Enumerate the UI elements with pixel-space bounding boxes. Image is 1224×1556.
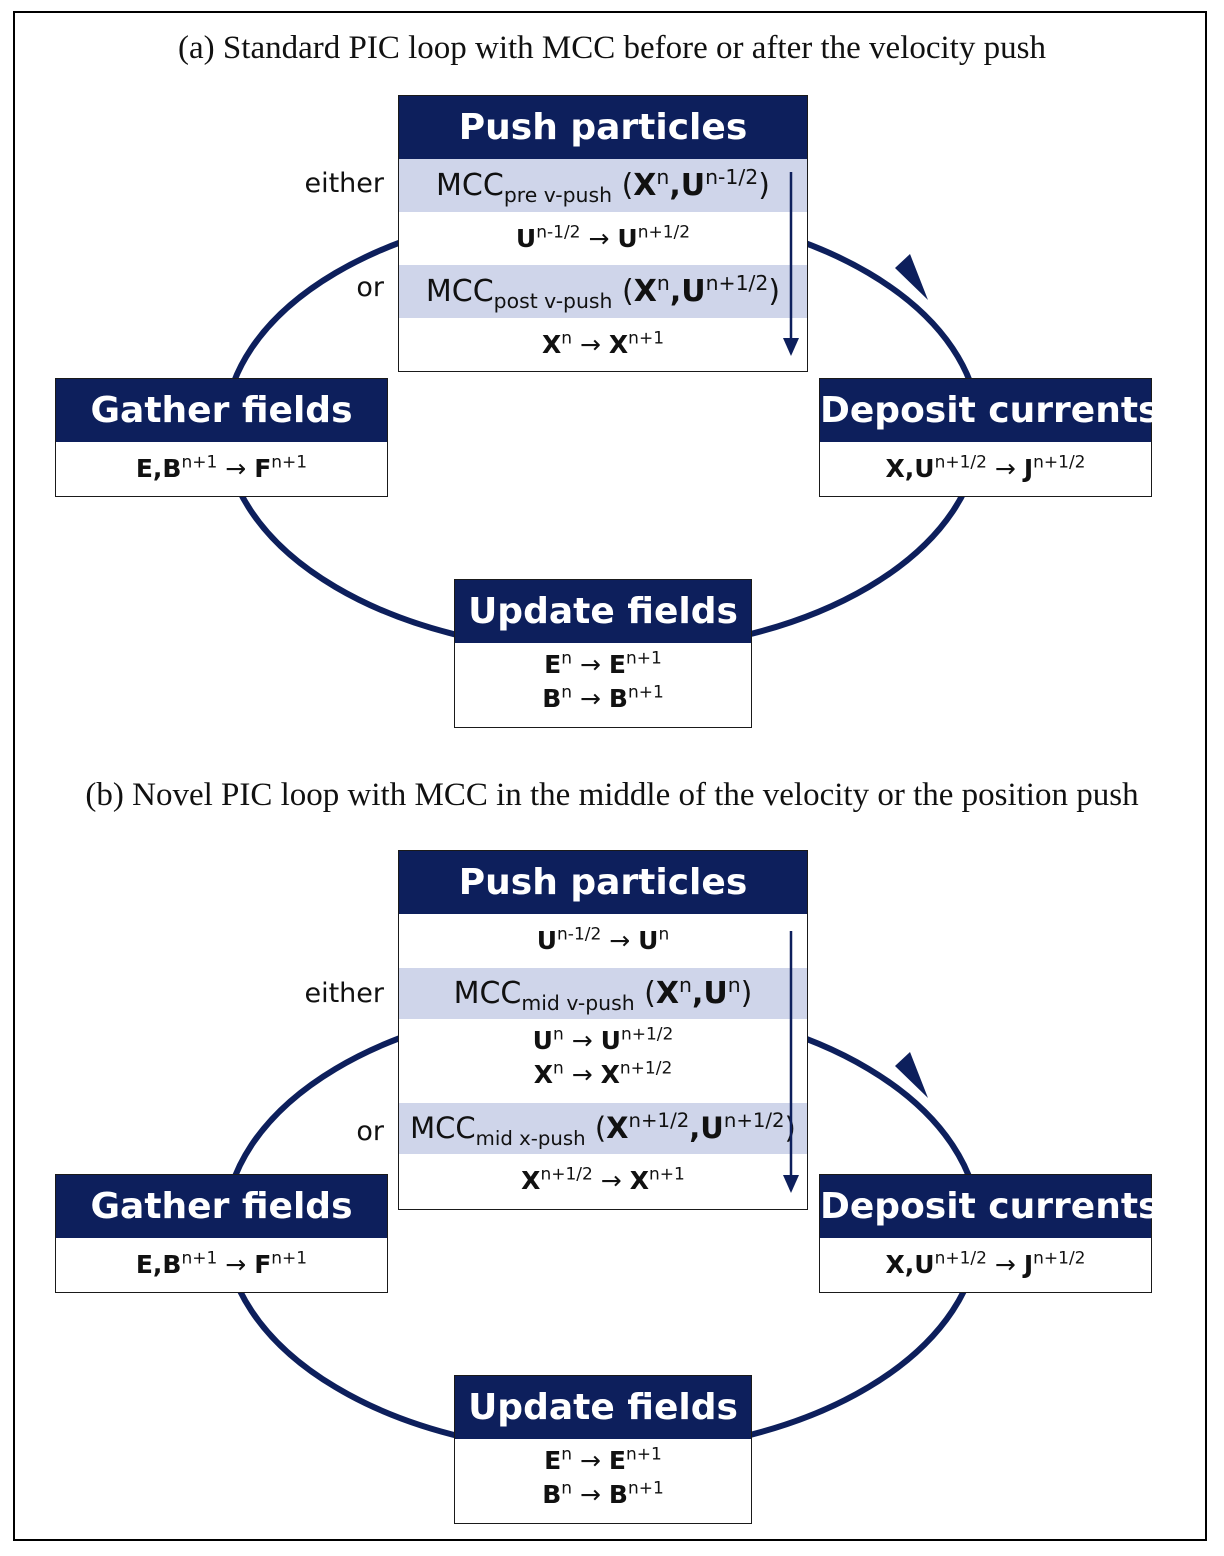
gather-fields-eq-b: E,Bn+1 → Fn+1 bbox=[135, 1248, 308, 1279]
cycle-arrowhead-b bbox=[895, 1052, 928, 1098]
sequence-arrow-a bbox=[783, 172, 799, 356]
gather-fields-box-b: Gather fields E,Bn+1 → Fn+1 bbox=[55, 1174, 388, 1293]
update-e-field-a: En → En+1 bbox=[544, 648, 662, 679]
caption-b: (b) Novel PIC loop with MCC in the middl… bbox=[85, 777, 1139, 813]
update-fields-box-b: Update fields En → En+1 Bn → Bn+1 bbox=[454, 1375, 752, 1524]
velocity-half-push-2-row-b: Un → Un+1/2 bbox=[532, 1024, 674, 1055]
update-fields-box-a: Update fields En → En+1 Bn → Bn+1 bbox=[454, 579, 752, 728]
gather-fields-box-a: Gather fields E,Bn+1 → Fn+1 bbox=[55, 378, 388, 497]
mcc-pre-v-push-row: MCCpre v-push (Xn,Un-1/2) bbox=[399, 159, 807, 212]
position-push-row-a: Xn → Xn+1 bbox=[541, 328, 665, 359]
mcc-mid-v-push-row: MCCmid v-push (Xn,Un) bbox=[399, 968, 807, 1019]
cycle-arrowhead-a bbox=[895, 254, 928, 300]
update-fields-title-a: Update fields bbox=[455, 580, 751, 643]
deposit-currents-title-b: Deposit currents bbox=[820, 1175, 1159, 1238]
gather-fields-eq-a: E,Bn+1 → Fn+1 bbox=[135, 452, 308, 483]
update-b-field-b: Bn → Bn+1 bbox=[542, 1478, 664, 1509]
deposit-currents-box-a: Deposit currents X,Un+1/2 → Jn+1/2 bbox=[819, 378, 1159, 497]
push-particles-box-b: Push particles Un-1/2 → Un MCCmid v-push… bbox=[398, 850, 808, 1210]
update-fields-title-b: Update fields bbox=[455, 1376, 751, 1439]
velocity-half-push-1-row-b: Un-1/2 → Un bbox=[536, 924, 670, 955]
caption-a: (a) Standard PIC loop with MCC before or… bbox=[178, 30, 1046, 66]
update-b-field-a: Bn → Bn+1 bbox=[542, 682, 664, 713]
mcc-mid-x-push-row: MCCmid x-push (Xn+1/2,Un+1/2) bbox=[399, 1103, 807, 1154]
mcc-post-v-push-row: MCCpost v-push (Xn,Un+1/2) bbox=[399, 265, 807, 318]
gather-fields-title-b: Gather fields bbox=[56, 1175, 387, 1238]
position-half-push-2-row-b: Xn+1/2 → Xn+1 bbox=[521, 1164, 685, 1195]
label-or-a: or bbox=[356, 272, 384, 303]
deposit-currents-box-b: Deposit currents X,Un+1/2 → Jn+1/2 bbox=[819, 1174, 1159, 1293]
velocity-push-row-a: Un-1/2 → Un+1/2 bbox=[515, 222, 691, 253]
deposit-currents-eq-a: X,Un+1/2 → Jn+1/2 bbox=[885, 452, 1086, 483]
figure-frame bbox=[13, 11, 1207, 1541]
deposit-currents-eq-b: X,Un+1/2 → Jn+1/2 bbox=[885, 1248, 1086, 1279]
update-e-field-b: En → En+1 bbox=[544, 1444, 662, 1475]
label-or-b: or bbox=[356, 1116, 384, 1147]
label-either-a: either bbox=[304, 168, 384, 199]
sequence-arrow-b bbox=[783, 931, 799, 1193]
deposit-currents-title-a: Deposit currents bbox=[820, 379, 1159, 442]
push-particles-title-b: Push particles bbox=[399, 851, 807, 914]
position-half-push-1-row-b: Xn → Xn+1/2 bbox=[533, 1058, 673, 1089]
label-either-b: either bbox=[304, 978, 384, 1009]
push-particles-box-a: Push particles MCCpre v-push (Xn,Un-1/2)… bbox=[398, 95, 808, 372]
push-particles-title-a: Push particles bbox=[399, 96, 807, 159]
gather-fields-title-a: Gather fields bbox=[56, 379, 387, 442]
